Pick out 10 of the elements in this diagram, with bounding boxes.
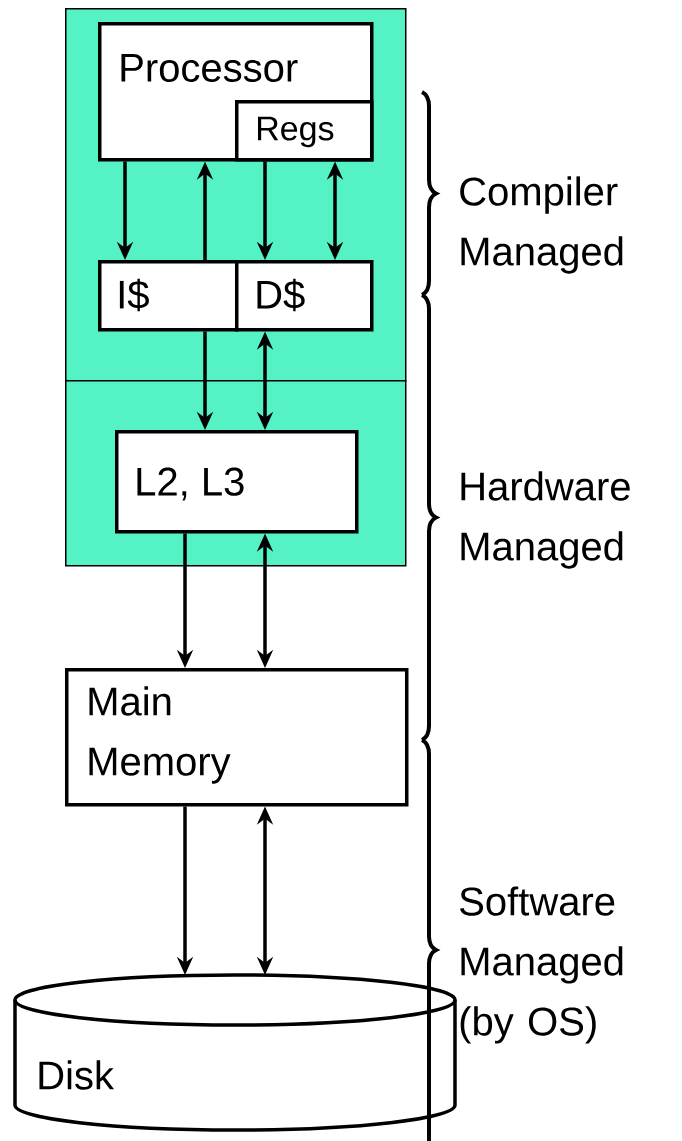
memory-box: Main Memory: [65, 668, 409, 807]
node-label: Disk: [39, 1060, 115, 1090]
register-box: Regs: [235, 100, 374, 162]
cache-box: L2, L3: [115, 430, 359, 534]
brace-label: Compiler Managed: [460, 176, 623, 274]
brace-label: Hardware Managed: [461, 471, 630, 569]
brace-label: Software Managed (by OS): [460, 886, 623, 1044]
cache-box: I$: [98, 260, 239, 332]
disk-cylinder: Disk: [13, 973, 457, 1132]
cache-box: D$: [235, 260, 374, 332]
